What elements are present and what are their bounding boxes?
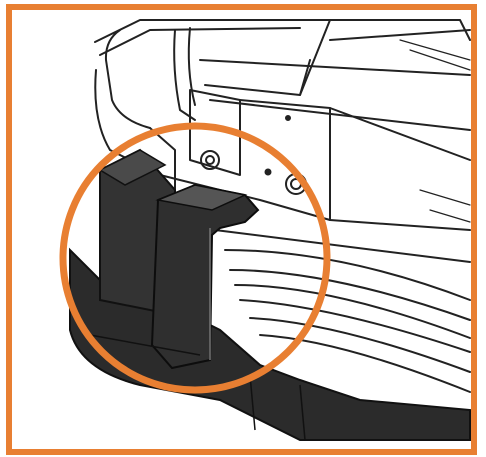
base-block [69, 247, 471, 441]
base-seam [89, 334, 201, 356]
base-assembly [69, 148, 471, 441]
clip-tower-top [98, 149, 167, 186]
base-seam-3 [299, 384, 306, 441]
highlight-circle [59, 122, 331, 394]
device-housing [94, 19, 471, 421]
hook-clip-top [155, 184, 248, 211]
figure-frame [6, 4, 477, 455]
base-seam-2 [249, 374, 256, 431]
